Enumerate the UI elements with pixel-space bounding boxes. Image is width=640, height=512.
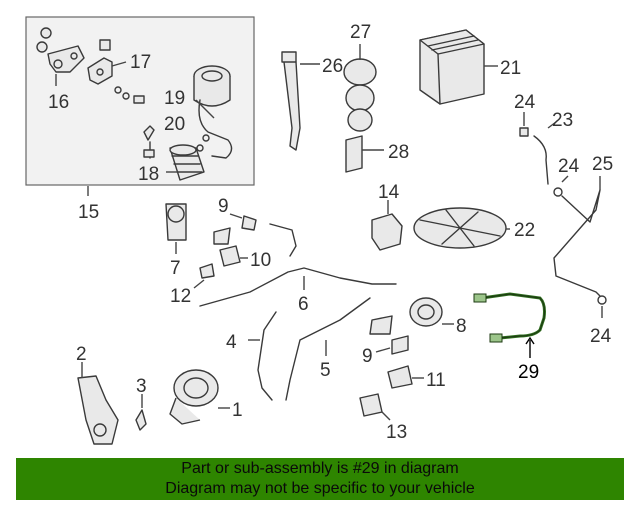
callout-12: 12 <box>170 286 191 307</box>
part-9-gasket-lower <box>369 315 409 355</box>
callout-13: 13 <box>386 422 407 443</box>
part-9-gasket <box>213 213 257 245</box>
callout-26: 26 <box>322 56 343 77</box>
callout-28: 28 <box>388 142 409 163</box>
callout-10: 10 <box>250 250 271 271</box>
banner-line-2: Diagram may not be specific to your vehi… <box>165 480 475 497</box>
callout-21: 21 <box>500 58 521 79</box>
part-29-oxygen-sensor[interactable] <box>473 292 546 358</box>
callout-4: 4 <box>226 332 237 353</box>
callout-24b: 24 <box>558 156 580 177</box>
part-19-valve <box>193 65 233 159</box>
part-12-clip <box>193 263 215 289</box>
part-10-bracket <box>219 245 248 267</box>
part-3-bolt <box>135 394 147 431</box>
callout-24a: 24 <box>514 92 536 113</box>
part-6-pipe <box>199 223 397 307</box>
callout-17: 17 <box>130 52 151 73</box>
part-14-sensor <box>371 200 403 251</box>
callout-22: 22 <box>514 220 535 241</box>
callout-14: 14 <box>378 182 400 203</box>
part-26-hose <box>281 51 320 151</box>
callout-29[interactable]: 29 <box>518 362 539 383</box>
callout-15: 15 <box>78 202 99 223</box>
callout-24c: 24 <box>590 326 612 347</box>
part-28-bracket <box>345 135 384 173</box>
part-17-bracket <box>87 39 145 104</box>
part-23-25-tubes <box>519 112 607 318</box>
part-27-bellows <box>343 44 377 132</box>
banner-line-1: Part or sub-assembly is #29 in diagram <box>181 460 459 477</box>
part-20-fittings <box>143 125 210 159</box>
part-5-pipe <box>285 297 371 401</box>
callout-1: 1 <box>232 400 243 421</box>
part-4-pipe <box>248 311 277 401</box>
callout-20: 20 <box>164 114 185 135</box>
callout-16: 16 <box>48 92 69 113</box>
callout-18: 18 <box>138 164 159 185</box>
callout-25: 25 <box>592 154 613 175</box>
callout-3: 3 <box>136 376 147 397</box>
part-13-bracket <box>359 393 391 421</box>
part-21-housing <box>419 29 498 105</box>
callout-27: 27 <box>350 22 371 43</box>
callout-23: 23 <box>552 110 573 131</box>
callout-2: 2 <box>76 344 87 365</box>
part-16-bracket <box>36 27 85 86</box>
callout-19: 19 <box>164 88 185 109</box>
callout-9-top: 9 <box>218 196 229 217</box>
part-22-screen <box>413 207 510 249</box>
part-11-bracket <box>387 365 424 389</box>
callout-7: 7 <box>170 258 181 279</box>
callout-5: 5 <box>320 360 331 381</box>
part-2-shield <box>77 362 119 445</box>
callout-6: 6 <box>298 294 309 315</box>
part-8-valve <box>409 297 454 327</box>
info-banner: Part or sub-assembly is #29 in diagram D… <box>16 458 624 500</box>
part-1-pump <box>169 369 230 425</box>
part-18-filter <box>166 144 205 181</box>
callout-8: 8 <box>456 316 467 337</box>
part-7-valve <box>165 203 187 254</box>
callout-11: 11 <box>426 370 446 391</box>
callout-9-lower: 9 <box>362 346 373 367</box>
